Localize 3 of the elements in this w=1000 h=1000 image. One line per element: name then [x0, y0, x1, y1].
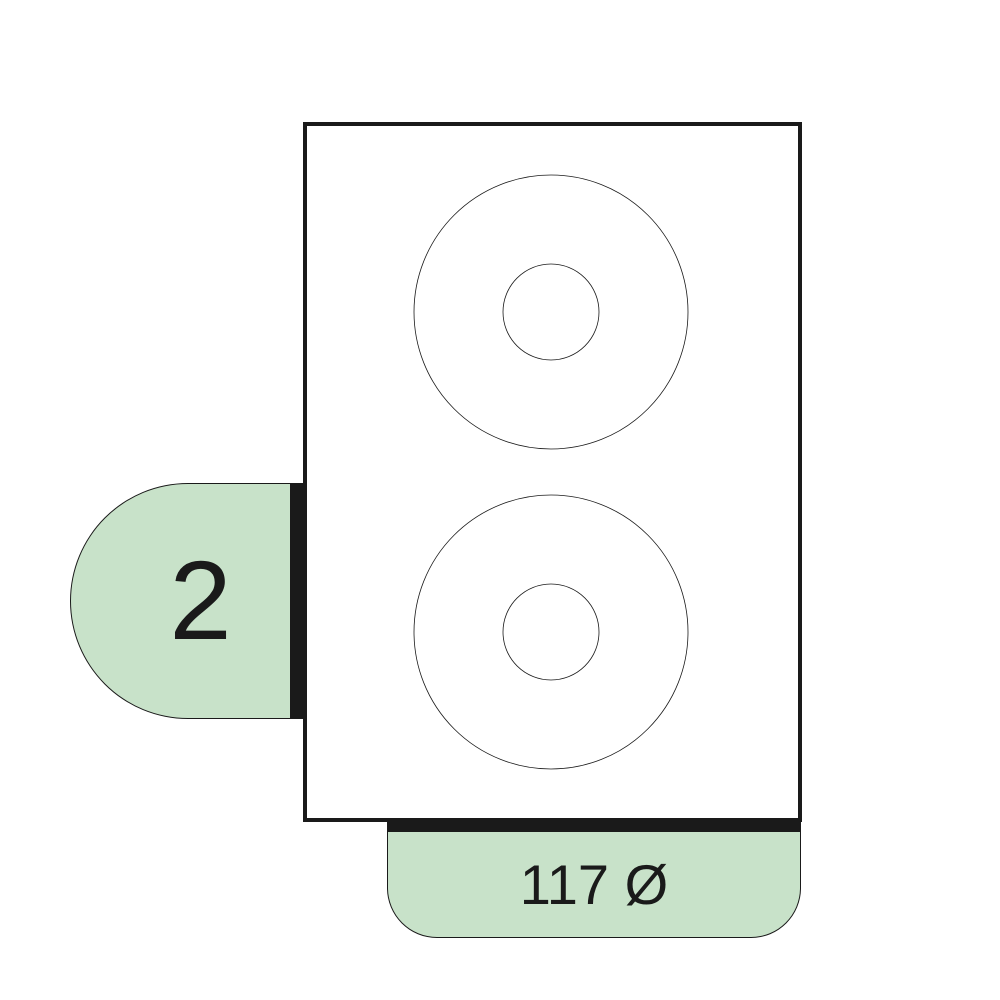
- tab-text: 2: [169, 545, 232, 657]
- tab-text: 117 Ø: [520, 856, 668, 912]
- label-tab: [70, 483, 304, 719]
